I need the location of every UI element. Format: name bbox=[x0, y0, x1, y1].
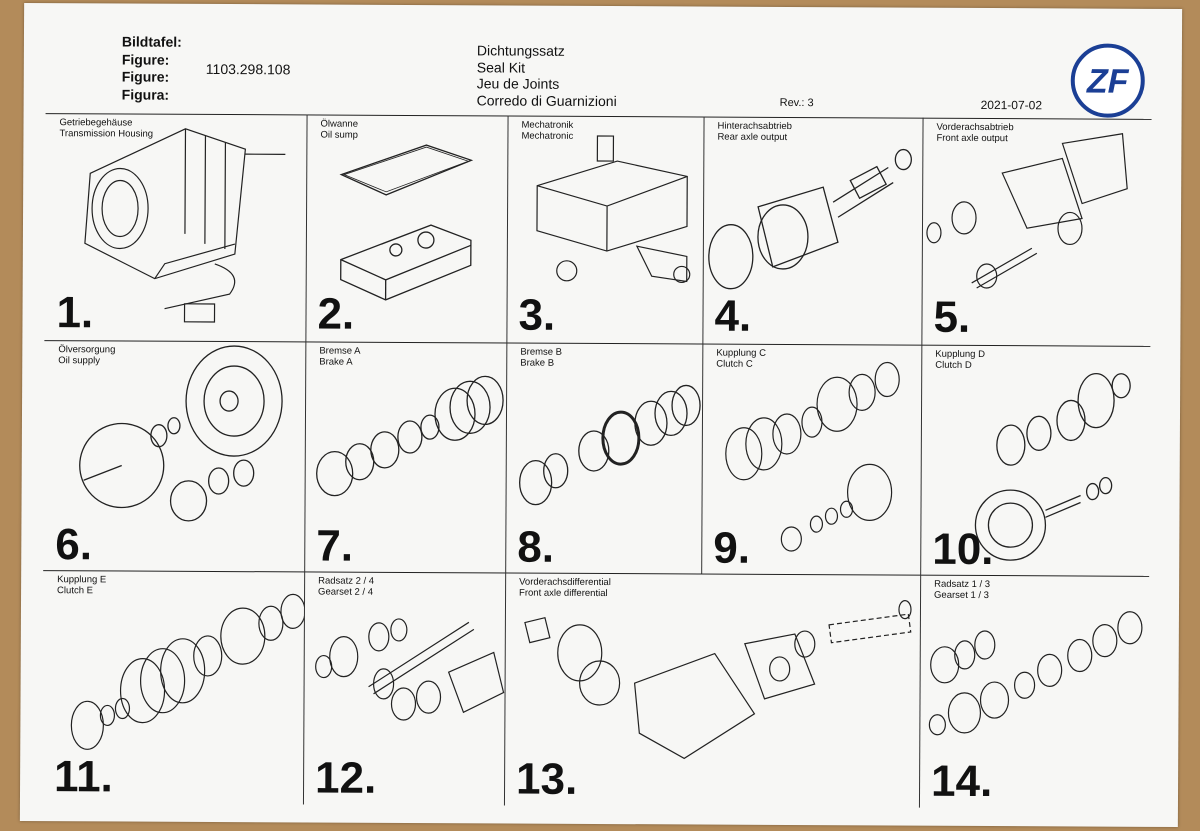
label-figure-fr: Figure: bbox=[121, 68, 170, 85]
revision: Rev.: 3 bbox=[779, 96, 814, 110]
cell-number: 6. bbox=[55, 520, 93, 570]
label-bildtafel: Bildtafel: bbox=[121, 33, 182, 50]
cell-number: 13. bbox=[515, 754, 578, 804]
front-axle-differential-drawing bbox=[524, 599, 912, 760]
cell-number: 9. bbox=[713, 523, 751, 573]
front-axle-output-drawing bbox=[926, 133, 1128, 289]
brake-a-drawing bbox=[316, 375, 504, 497]
transmission-housing-drawing bbox=[84, 128, 286, 323]
oil-sump-drawing bbox=[339, 144, 474, 301]
label-figure-en: Figure: bbox=[121, 50, 170, 68]
title-fr: Jeu de Joints bbox=[476, 75, 560, 92]
clutch-c-drawing bbox=[725, 361, 900, 552]
cell-number: 4. bbox=[714, 291, 752, 341]
cell-number: 10. bbox=[932, 524, 994, 575]
cell-number: 11. bbox=[53, 752, 113, 802]
cell-number: 8. bbox=[517, 522, 555, 572]
title-de: Dichtungssatz bbox=[476, 42, 565, 59]
logo-text: ZF bbox=[1086, 63, 1130, 101]
cell-number: 1. bbox=[56, 288, 94, 338]
cell-number: 14. bbox=[930, 756, 993, 807]
date: 2021-07-02 bbox=[980, 97, 1043, 113]
mechatronic-drawing bbox=[536, 135, 691, 284]
sheet-titles: Dichtungssatz Seal Kit Jeu de Joints Cor… bbox=[477, 42, 617, 109]
gearset-2-4-drawing bbox=[315, 618, 505, 721]
oil-supply-drawing bbox=[79, 345, 283, 522]
label-figura: Figura: bbox=[121, 85, 170, 103]
title-it: Corredo di Guarnizioni bbox=[476, 91, 617, 109]
cell-number: 5. bbox=[933, 292, 971, 342]
parts-sheet: Bildtafel: Figure: Figure: Figura: 1103.… bbox=[19, 2, 1183, 828]
figure-number: 1103.298.108 bbox=[205, 60, 291, 78]
clutch-e-drawing bbox=[70, 593, 305, 750]
cell-number: 12. bbox=[314, 753, 377, 803]
zf-logo: ZF bbox=[1070, 43, 1145, 118]
cell-number: 7. bbox=[316, 521, 354, 571]
brake-b-drawing bbox=[518, 384, 701, 506]
cell-number: 3. bbox=[518, 290, 556, 340]
rear-axle-output-drawing bbox=[708, 148, 912, 290]
cell-number: 2. bbox=[317, 289, 355, 339]
figure-labels: Bildtafel: Figure: Figure: Figura: bbox=[122, 33, 182, 103]
gearset-1-3-drawing bbox=[928, 611, 1143, 736]
clutch-d-drawing bbox=[974, 372, 1131, 561]
title-en: Seal Kit bbox=[476, 58, 526, 76]
